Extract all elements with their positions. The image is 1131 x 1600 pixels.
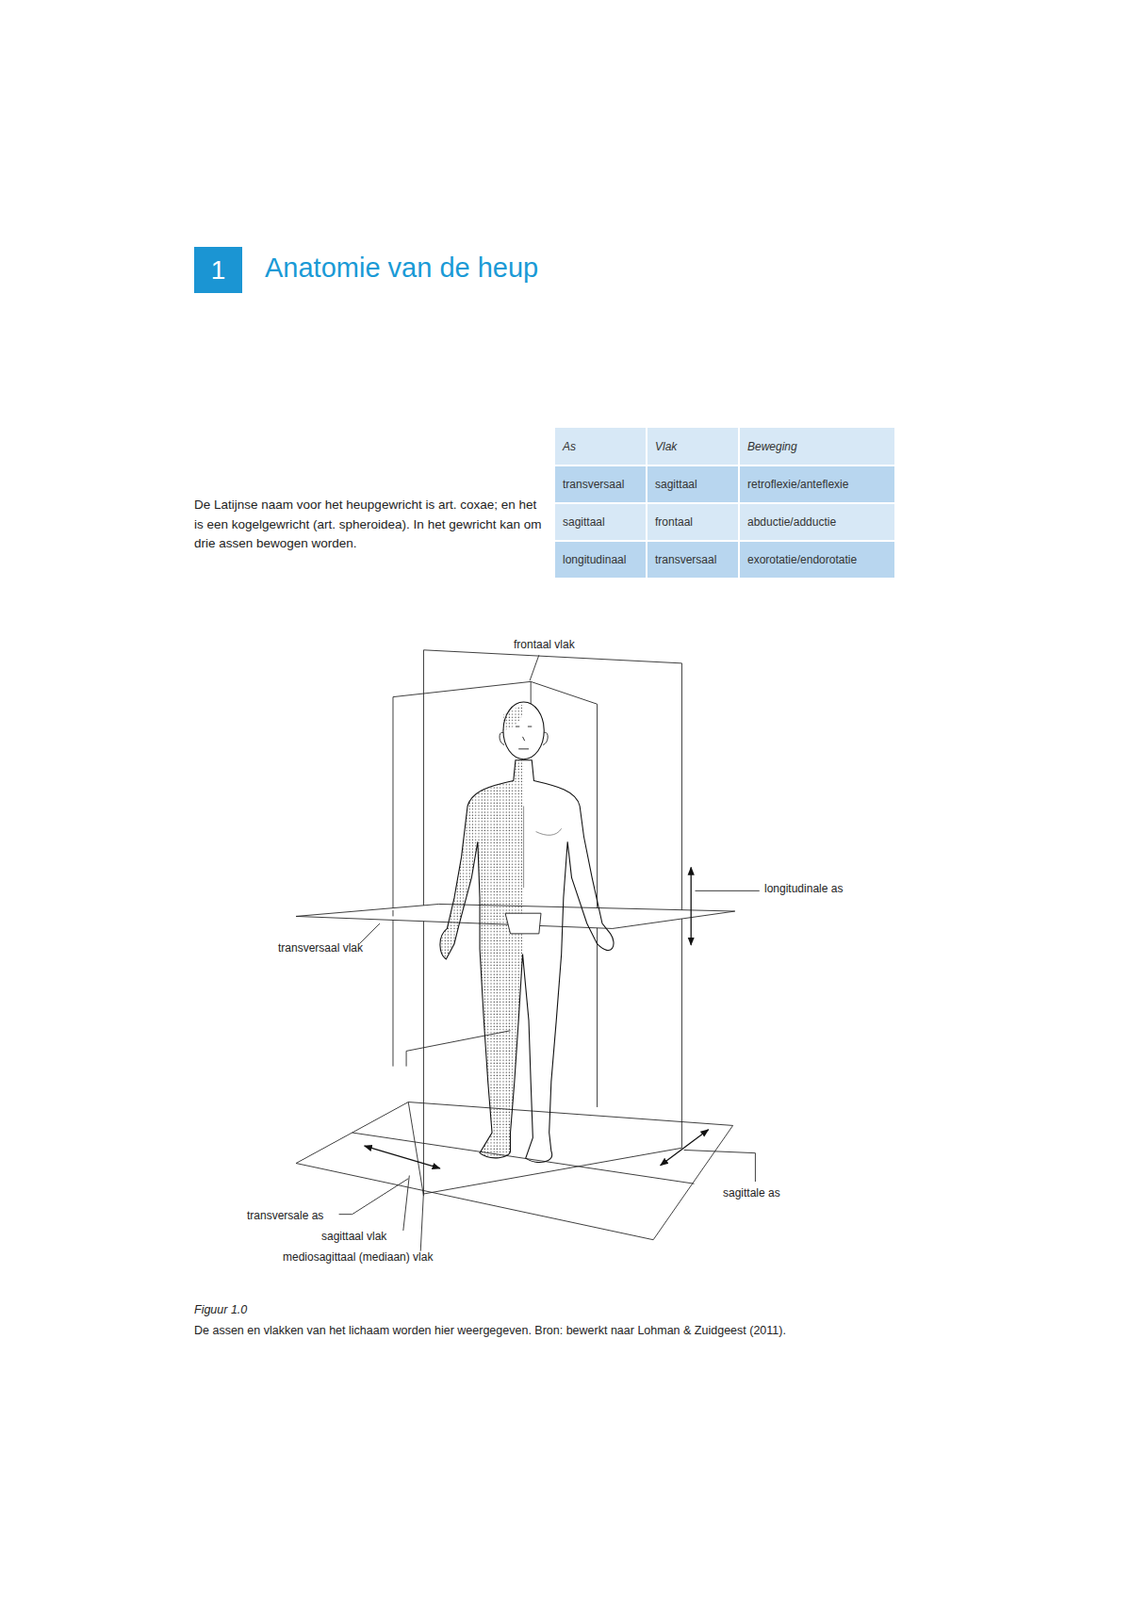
table-cell: transversaal [555, 466, 646, 503]
leader-lines [339, 655, 760, 1251]
table-text: frontaal [655, 515, 693, 529]
table-text: longitudinaal [562, 553, 626, 567]
table-text: sagittaal [562, 515, 606, 529]
table-text: abductie/adductie [747, 515, 836, 529]
chapter-number-box: 1 [194, 246, 243, 294]
table-header: Beweging [747, 440, 798, 454]
figure-label: transversale as [246, 1209, 324, 1223]
table-cell: sagittaal [647, 466, 738, 503]
figure-label: longitudinale as [764, 882, 843, 896]
chapter-number: 1 [211, 255, 227, 286]
table-text: transversaal [655, 553, 717, 567]
table-cell: abductie/adductie [739, 504, 895, 541]
table-cell: longitudinaal [555, 541, 646, 578]
figure-number: Figuur 1.0 [194, 1303, 247, 1317]
human-figure [428, 693, 614, 1174]
table-cell: retroflexie/anteflexie [739, 466, 895, 503]
figure-caption: De assen en vlakken van het lichaam word… [194, 1324, 1043, 1338]
table-cell: sagittaal [555, 504, 646, 541]
table-header-cell: As [555, 427, 646, 465]
transverse-axis [364, 1146, 441, 1169]
figure-label: transversaal vlak [278, 941, 363, 955]
sagittal-axis [660, 1130, 709, 1166]
table-cell: frontaal [647, 504, 738, 541]
figure-label: frontaal vlak [513, 638, 575, 652]
figure-label: mediosagittaal (mediaan) vlak [282, 1250, 433, 1264]
table-header: Vlak [655, 440, 677, 454]
floor-plane [295, 1102, 733, 1241]
table-cell: exorotatie/endorotatie [739, 541, 895, 578]
intro-paragraph: De Latijnse naam voor het heupgewricht i… [194, 495, 545, 555]
table-text: retroflexie/anteflexie [747, 477, 849, 492]
table-text: exorotatie/endorotatie [747, 553, 857, 567]
table-cell: transversaal [647, 541, 738, 578]
figure-label: sagittale as [722, 1186, 781, 1200]
table-header-cell: Vlak [647, 427, 738, 465]
chapter-title: Anatomie van de heup [264, 252, 539, 284]
table-header: As [562, 440, 576, 454]
table-text: transversaal [562, 477, 624, 492]
figure-label: sagittaal vlak [321, 1229, 387, 1244]
longitudinal-axis [690, 867, 692, 945]
table-header-cell: Beweging [739, 427, 895, 465]
table-text: sagittaal [655, 477, 698, 492]
